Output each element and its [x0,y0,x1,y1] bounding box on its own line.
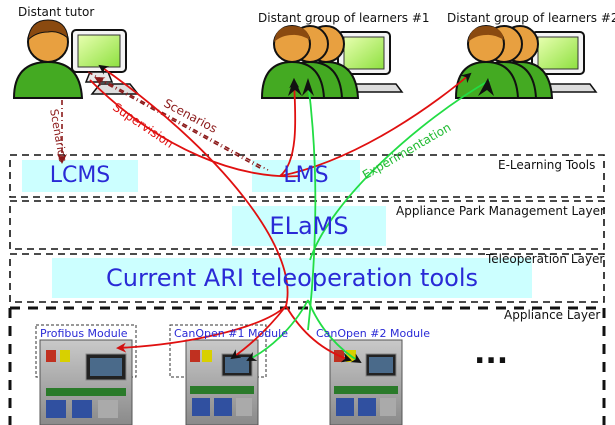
elams-box [232,206,386,246]
canopen2-panel [329,339,403,425]
appliance-layer-label: Appliance Layer [504,308,601,322]
more-modules-ellipsis: ... [474,336,509,371]
lms-to-group2-red-flow [279,72,472,177]
appliance-layer-frame [8,306,606,425]
elearning-layer-label: E-Learning Tools [498,158,596,172]
ari-to-canopen1-red-flow [230,305,287,360]
ari-to-canopen2-red-flow [285,305,352,363]
profibus-panel [39,339,133,425]
ari-label: Current ARI teleoperation tools [106,264,478,292]
tutor-to-lms-red-flow [89,79,301,178]
supervision-flow [98,64,289,307]
group1-arrowhead-right [302,78,314,96]
canopen1-panel [185,339,259,425]
group1-figure [260,25,404,99]
elearning-layer-frame [9,154,605,198]
canopen1-label: CanOpen #1 Module [174,327,288,340]
group1-arrowhead-left [288,78,302,96]
green-to-canopen1-flow [246,299,309,361]
scenarios-tutor-to-lms-flow [87,71,269,171]
lms-label: LMS [283,163,329,188]
tutor-label: Distant tutor [18,5,95,19]
canopen2-label: CanOpen #2 Module [316,327,430,340]
appliance-park-layer-frame [9,200,605,250]
teleoperation-layer-label: Teleoperation Layer [486,252,605,266]
group2-label: Distant group of learners #2 [447,11,615,25]
lcms-box [22,160,138,192]
ari-box [52,258,532,298]
group1-green-flow [307,81,317,331]
tutor-figure [12,19,140,99]
elams-label: ELaMS [269,212,349,240]
group2-figure [454,25,598,99]
profibus-label: Profibus Module [40,327,128,340]
ari-to-profibus-flow [116,305,287,353]
lcms-label: LCMS [49,163,111,188]
group1-label: Distant group of learners #1 [258,11,430,25]
group2-arrowhead [478,78,494,96]
appliance-park-layer-label: Appliance Park Management Layer [396,204,605,218]
experimentation-flow [309,79,491,261]
green-to-canopen2-flow [307,299,362,364]
